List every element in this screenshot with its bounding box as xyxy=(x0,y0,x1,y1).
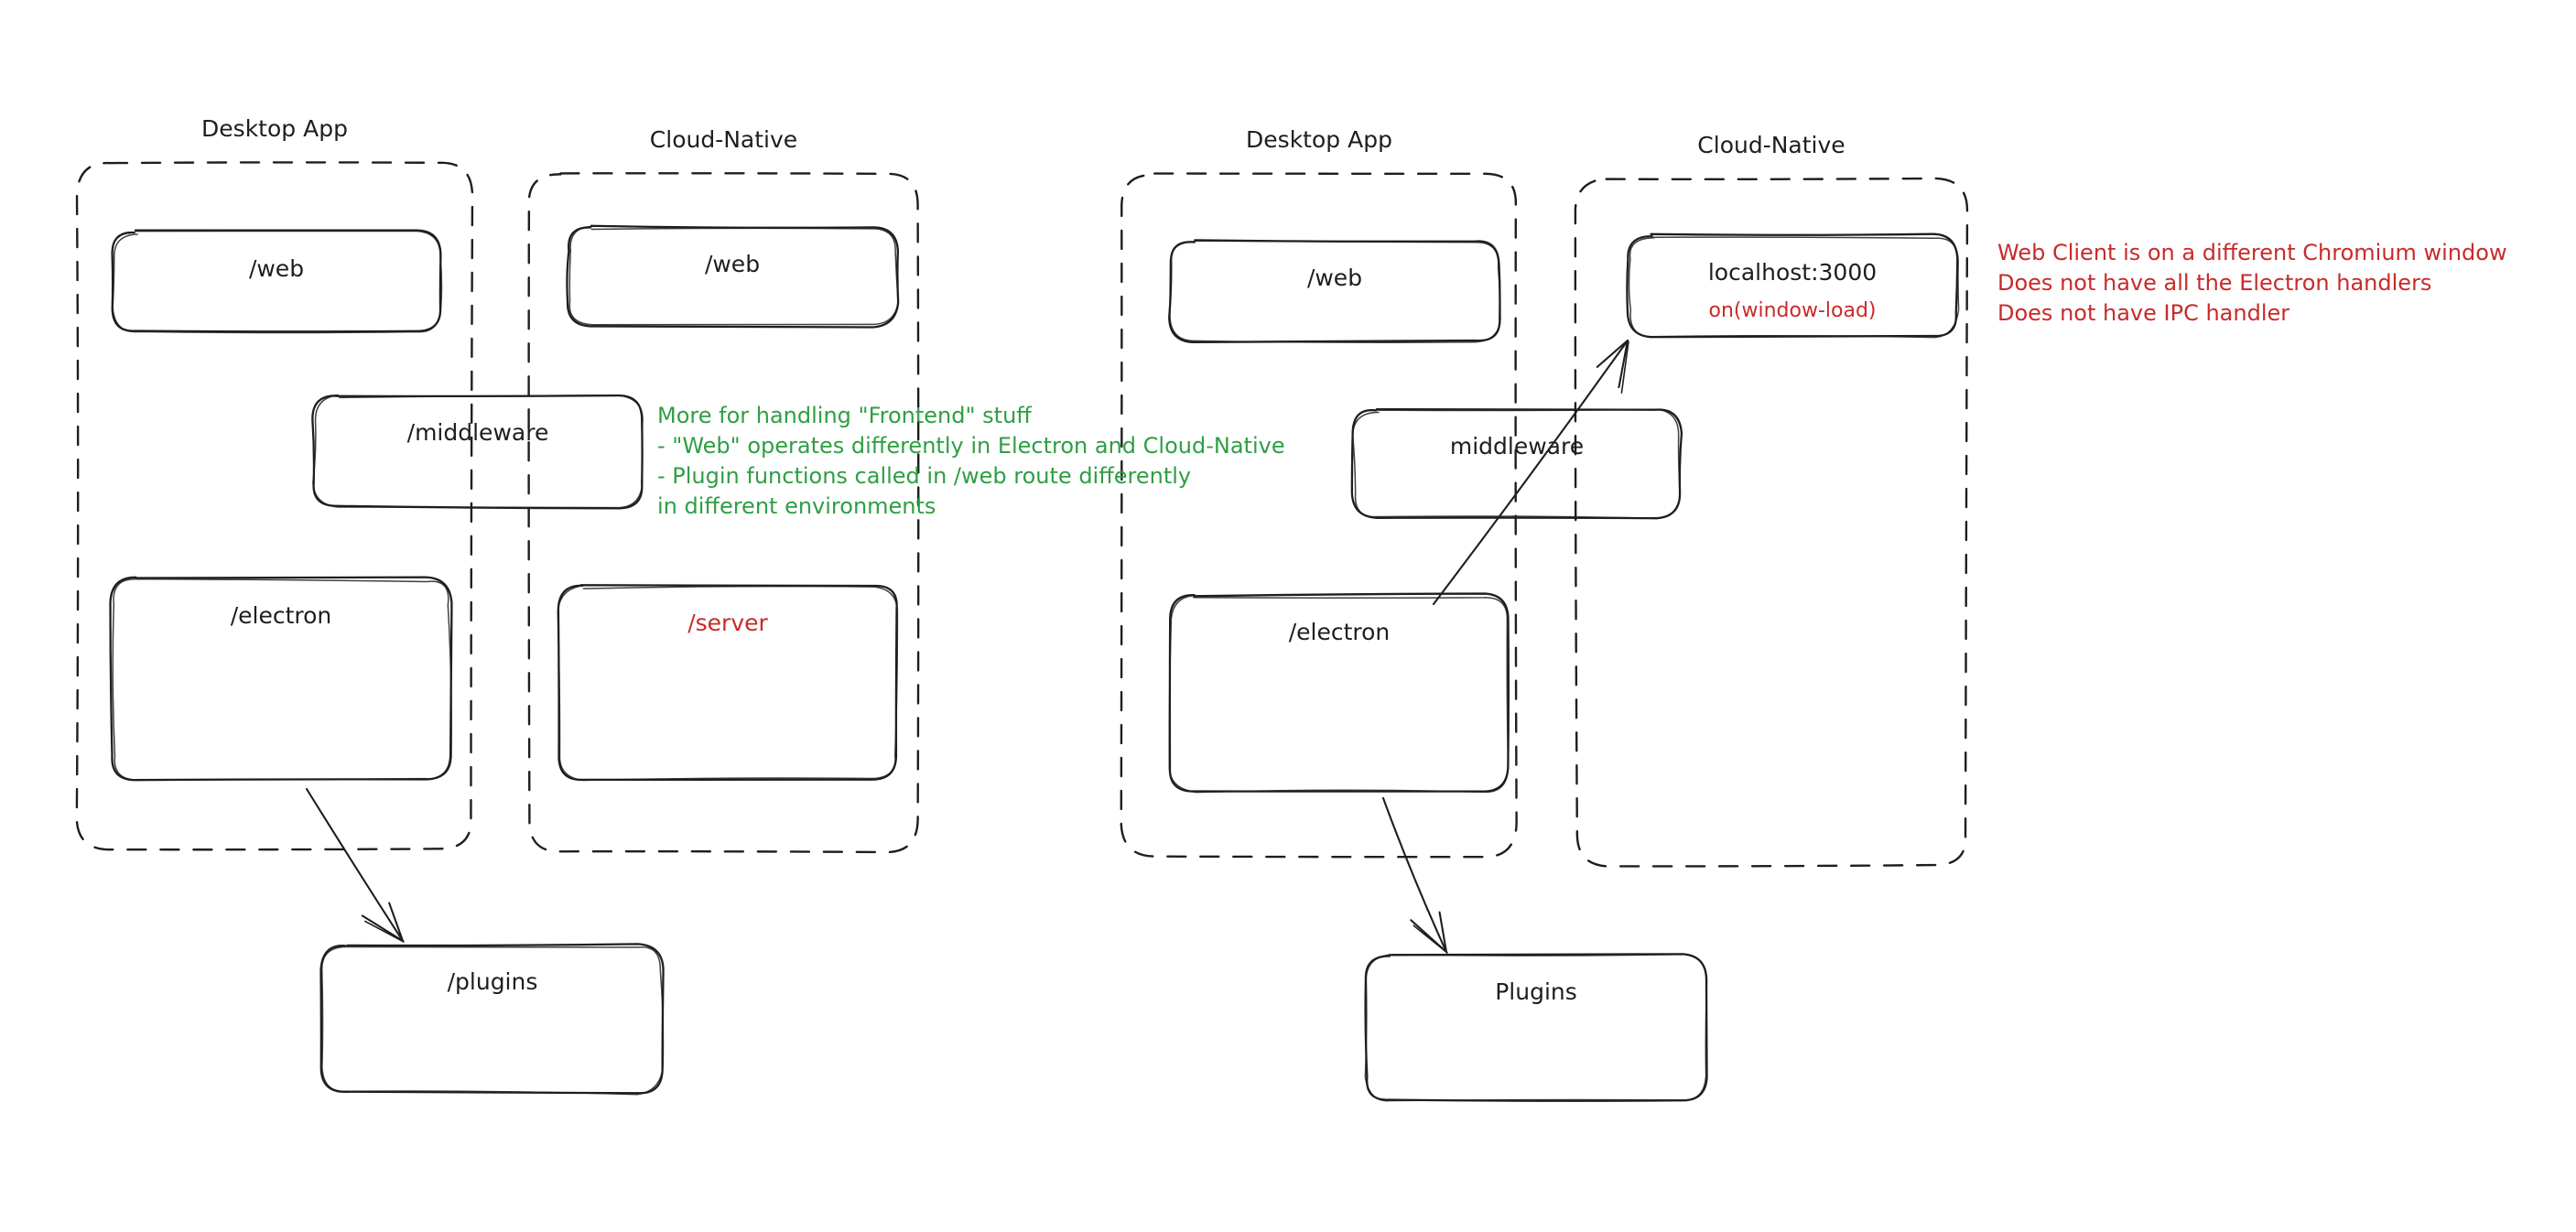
node-box-sketch-left-middleware xyxy=(312,394,644,509)
note-line: in different environments xyxy=(657,493,936,520)
note-line: Does not have all the Electron handlers xyxy=(1997,270,2432,297)
node-box-left-web-cloud xyxy=(566,224,900,329)
arrow-left-electron-to-plugins xyxy=(305,787,405,943)
node-label-right-middleware: middleware xyxy=(1449,433,1585,459)
node-box-sketch-right-middleware xyxy=(1351,408,1681,520)
arrowhead-sketch-right-electron-to-localhost xyxy=(1620,340,1629,394)
node-box-sketch-left-web-desktop xyxy=(112,230,443,334)
node-right-web-desktop[interactable]: /web xyxy=(1170,241,1499,341)
arrow-right-electron-to-plugins xyxy=(1381,796,1448,954)
node-box-sketch-left-server xyxy=(557,584,899,782)
node-label-right-plugins: Plugins xyxy=(1495,978,1577,1005)
note-frontend-note: More for handling "Frontend" stuff - "Web… xyxy=(657,401,1285,522)
group-boundary-left-desktop-app xyxy=(75,161,474,851)
arrow-right-electron-to-localhost xyxy=(1432,339,1629,606)
node-right-plugins[interactable]: Plugins xyxy=(1366,955,1706,1101)
note-line: - "Web" operates differently in Electron… xyxy=(657,433,1285,459)
node-right-localhost[interactable]: localhost:3000 on(window-load) xyxy=(1628,235,1957,336)
arrowhead-sketch-right-electron-to-plugins xyxy=(1412,924,1448,954)
group-boundary-left-cloud-native xyxy=(527,172,920,854)
group-title-left-desktop-app: Desktop App xyxy=(201,115,348,142)
node-box-sketch-left-web-cloud xyxy=(568,225,899,326)
node-label-right-localhost: localhost:3000 xyxy=(1707,259,1878,286)
node-label-right-web-desktop: /web xyxy=(1306,265,1363,291)
arrowhead-right-electron-to-localhost xyxy=(1596,339,1629,389)
group-title-right-cloud-native: Cloud-Native xyxy=(1697,132,1845,158)
node-box-sketch-right-electron xyxy=(1168,594,1510,794)
node-label-left-web-desktop: /web xyxy=(248,255,305,282)
node-label-left-electron: /electron xyxy=(230,602,332,629)
node-label-left-server: /server xyxy=(687,610,768,636)
note-web-client-note: Web Client is on a different Chromium wi… xyxy=(1997,238,2507,329)
node-sublabel-right-localhost: on(window-load) xyxy=(1708,299,1877,322)
group-boundary-right-desktop-app xyxy=(1120,172,1518,859)
node-box-sketch-left-electron xyxy=(112,578,452,781)
node-left-web-desktop[interactable]: /web xyxy=(112,232,441,332)
node-box-sketch-right-plugins xyxy=(1364,953,1708,1102)
node-box-sketch-right-localhost xyxy=(1628,236,1960,339)
node-right-middleware[interactable]: middleware xyxy=(1353,409,1681,517)
node-left-server[interactable]: /server xyxy=(558,586,897,780)
group-title-left-cloud-native: Cloud-Native xyxy=(649,126,798,153)
note-line: Web Client is on a different Chromium wi… xyxy=(1997,240,2507,265)
node-left-plugins[interactable]: /plugins xyxy=(322,945,663,1093)
note-line: - Plugin functions called in /web route … xyxy=(657,463,1192,490)
node-left-electron[interactable]: /electron xyxy=(112,578,450,780)
node-label-right-electron: /electron xyxy=(1288,619,1391,645)
node-label-left-plugins: /plugins xyxy=(447,968,538,995)
node-left-middleware[interactable]: /middleware xyxy=(313,395,643,507)
node-left-web-cloud[interactable]: /web xyxy=(568,227,897,326)
group-boundary-right-cloud-native xyxy=(1574,177,1969,868)
node-box-sketch-right-web-desktop xyxy=(1169,240,1501,343)
arrowhead-sketch-left-electron-to-plugins xyxy=(364,920,405,943)
note-line: Does not have IPC handler xyxy=(1997,300,2290,327)
note-line: More for handling "Frontend" stuff xyxy=(657,403,1032,428)
node-label-left-middleware: /middleware xyxy=(406,419,549,446)
group-title-right-desktop-app: Desktop App xyxy=(1246,126,1392,153)
node-right-electron[interactable]: /electron xyxy=(1170,595,1509,791)
node-box-sketch-left-plugins xyxy=(320,946,665,1096)
node-box-left-plugins xyxy=(319,943,665,1095)
node-box-right-localhost xyxy=(1626,232,1959,339)
node-label-left-web-cloud: /web xyxy=(704,251,761,277)
